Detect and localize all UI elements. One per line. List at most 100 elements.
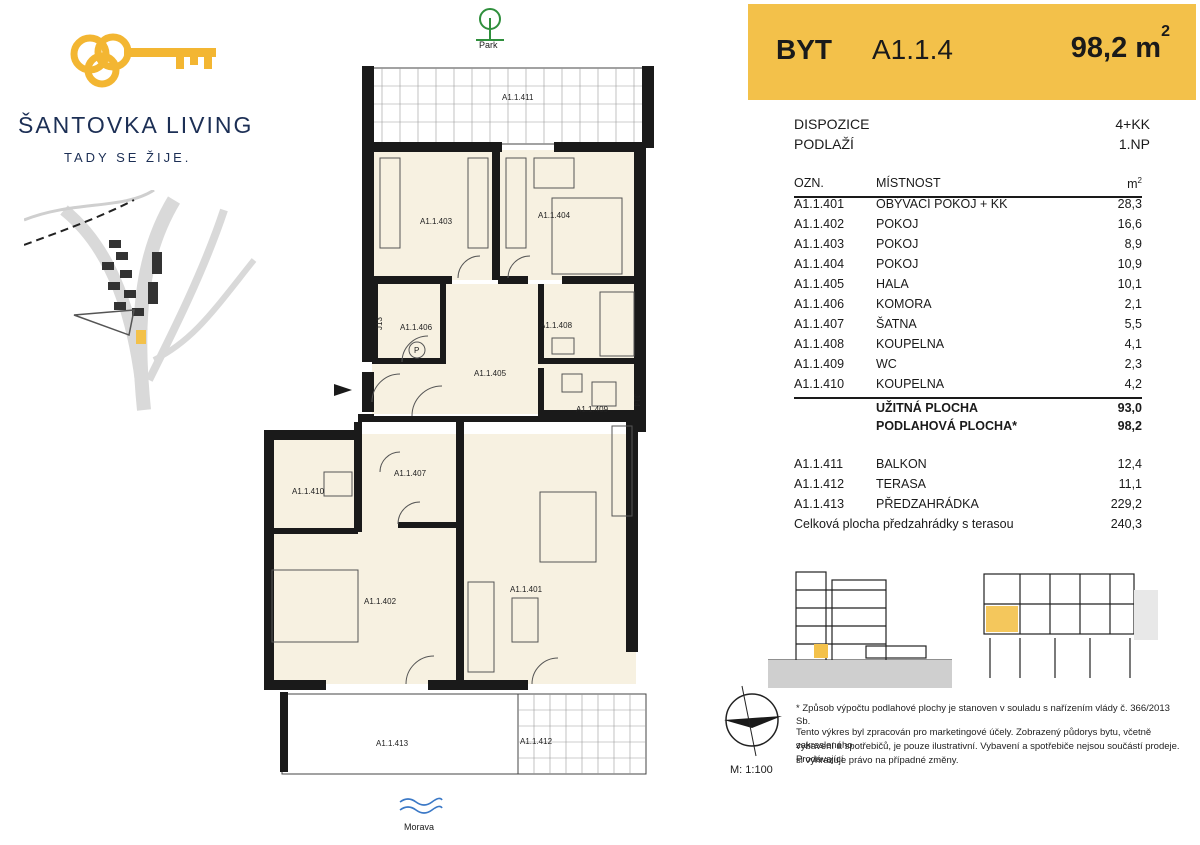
row-ozn: A1.1.407 <box>794 317 845 331</box>
table-row: A1.1.406 KOMORA 2,1 <box>794 297 1142 317</box>
apartment-code: A1.1.4 <box>872 34 953 65</box>
row-ozn: A1.1.413 <box>794 497 845 511</box>
room-label-405: A1.1.405 <box>474 369 507 378</box>
celkova-label: Celková plocha předzahrádky s terasou <box>794 517 1014 531</box>
uzitna-plocha-row: UŽITNÁ PLOCHA 93,0 <box>794 397 1142 423</box>
celkova-plocha-row: Celková plocha předzahrádky s terasou 24… <box>794 517 1142 537</box>
disclaimer-line-1: Tento výkres byl zpracován pro marketing… <box>796 727 1152 751</box>
row-value: 11,1 <box>1118 477 1142 491</box>
apartment-area-value: 98,2 m <box>1070 32 1162 64</box>
dispozice-value: 4+KK <box>1115 116 1150 132</box>
room-label-410: A1.1.410 <box>292 487 325 496</box>
table-row: A1.1.404 POKOJ 10,9 <box>794 257 1142 277</box>
table-row: A1.1.403 POKOJ 8,9 <box>794 237 1142 257</box>
room-label-408: A1.1.408 <box>540 321 573 330</box>
table-row: A1.1.405 HALA 10,1 <box>794 277 1142 297</box>
row-ozn: A1.1.411 <box>794 457 844 471</box>
brand-name: ŠANTOVKA LIVING <box>18 112 254 138</box>
row-value: 12,4 <box>1117 457 1142 471</box>
podlahova-label: PODLAHOVÁ PLOCHA* <box>876 419 1017 433</box>
row-name: POKOJ <box>876 217 919 231</box>
floor-plan: A1.1.411 A1.1.403 A1.1.404 A1.1.406 A1.1… <box>262 62 662 787</box>
col-unit-text: m <box>1127 177 1138 192</box>
row-value: 10,9 <box>1117 257 1142 271</box>
row-name: BALKON <box>876 457 927 471</box>
row-name: TERASA <box>876 477 927 491</box>
row-name: ŠATNA <box>876 317 917 331</box>
col-ozn-header: OZN. <box>794 176 824 190</box>
apartment-area: 98,2 m2 <box>1070 23 1170 65</box>
row-ozn: A1.1.404 <box>794 257 845 271</box>
apartment-header-band: BYT A1.1.4 98,2 m2 <box>748 4 1196 100</box>
room-label-413: A1.1.413 <box>376 739 409 748</box>
river-label: Morava <box>404 822 435 832</box>
col-unit-header: m2 <box>1127 176 1142 191</box>
podlazi-value: 1.NP <box>1118 136 1150 152</box>
row-ozn: A1.1.408 <box>794 337 845 351</box>
park-label: Park <box>479 40 498 50</box>
dispozice-label: DISPOZICE <box>794 116 870 132</box>
table-row: A1.1.407 ŠATNA 5,5 <box>794 317 1142 337</box>
table-row: A1.1.410 KOUPELNA 4,2 <box>794 377 1142 397</box>
park-tree-icon <box>470 6 510 47</box>
col-unit-sup: 2 <box>1137 176 1142 185</box>
uzitna-value: 93,0 <box>1117 401 1142 415</box>
table-header: OZN. MÍSTNOST m2 <box>794 176 1142 198</box>
row-name: POKOJ <box>876 237 919 251</box>
col-mistnost-header: MÍSTNOST <box>876 176 941 190</box>
row-ozn: A1.1.403 <box>794 237 845 251</box>
table-row: A1.1.412 TERASA 11,1 <box>794 477 1142 497</box>
disclaimer-line-2: vybavení a spotřebičů, je pouze ilustrat… <box>796 741 1180 765</box>
room-label-404: A1.1.404 <box>538 211 571 220</box>
room-label-411: A1.1.411 <box>502 93 534 102</box>
shaft-label-j13: J13 <box>375 317 384 330</box>
row-value: 8,9 <box>1124 237 1142 251</box>
table-row: A1.1.409 WC 2,3 <box>794 357 1142 377</box>
row-value: 4,1 <box>1124 337 1142 351</box>
row-name: PŘEDZAHRÁDKA <box>876 497 979 511</box>
podlahova-plocha-row: PODLAHOVÁ PLOCHA* 98,2 <box>794 419 1142 439</box>
row-ozn: A1.1.405 <box>794 277 845 291</box>
apartment-kind: BYT <box>776 34 832 65</box>
row-name: WC <box>876 357 897 371</box>
footnote: * Způsob výpočtu podlahové plochy je sta… <box>796 703 1170 727</box>
table-row: A1.1.413 PŘEDZAHRÁDKA 229,2 <box>794 497 1142 517</box>
room-label-403: A1.1.403 <box>420 217 453 226</box>
row-name: KOUPELNA <box>876 337 945 351</box>
row-value: 4,2 <box>1124 377 1142 391</box>
room-label-412: A1.1.412 <box>520 737 553 746</box>
row-name: OBÝVACÍ POKOJ + KK <box>876 197 1008 211</box>
row-name: KOMORA <box>876 297 932 311</box>
row-name: HALA <box>876 277 909 291</box>
room-label-406: A1.1.406 <box>400 323 433 332</box>
row-value: 229,2 <box>1110 497 1142 511</box>
table-row: A1.1.411 BALKON 12,4 <box>794 457 1142 477</box>
row-ozn: A1.1.406 <box>794 297 845 311</box>
row-value: 2,1 <box>1124 297 1142 311</box>
row-name: KOUPELNA <box>876 377 945 391</box>
north-arrow-icon <box>712 680 792 765</box>
brand-tagline: TADY SE ŽIJE. <box>64 150 192 165</box>
row-value: 28,3 <box>1117 197 1142 211</box>
row-value: 10,1 <box>1117 277 1142 291</box>
row-name: POKOJ <box>876 257 919 271</box>
row-ozn: A1.1.409 <box>794 357 845 371</box>
row-ozn: A1.1.410 <box>794 377 845 391</box>
river-wave-icon <box>398 796 444 823</box>
table-row: A1.1.408 KOUPELNA 4,1 <box>794 337 1142 357</box>
row-ozn: A1.1.412 <box>794 477 845 491</box>
row-ozn: A1.1.402 <box>794 217 845 231</box>
podlahova-value: 98,2 <box>1117 419 1142 433</box>
podlazi-label: PODLAŽÍ <box>794 136 854 152</box>
shaft-label-j14: J14 <box>632 394 641 407</box>
scale-label: M: 1:100 <box>730 764 773 776</box>
building-section-drawing <box>766 562 956 697</box>
row-value: 5,5 <box>1124 317 1142 331</box>
row-value: 16,6 <box>1117 217 1142 231</box>
room-label-407: A1.1.407 <box>394 469 427 478</box>
row-value: 2,3 <box>1124 357 1142 371</box>
disclaimer-line-3: si vyhrazuje právo na případné změny. <box>796 755 959 766</box>
apartment-area-unit-sup: 2 <box>1161 23 1170 41</box>
building-floorplan-drawing <box>980 570 1160 685</box>
